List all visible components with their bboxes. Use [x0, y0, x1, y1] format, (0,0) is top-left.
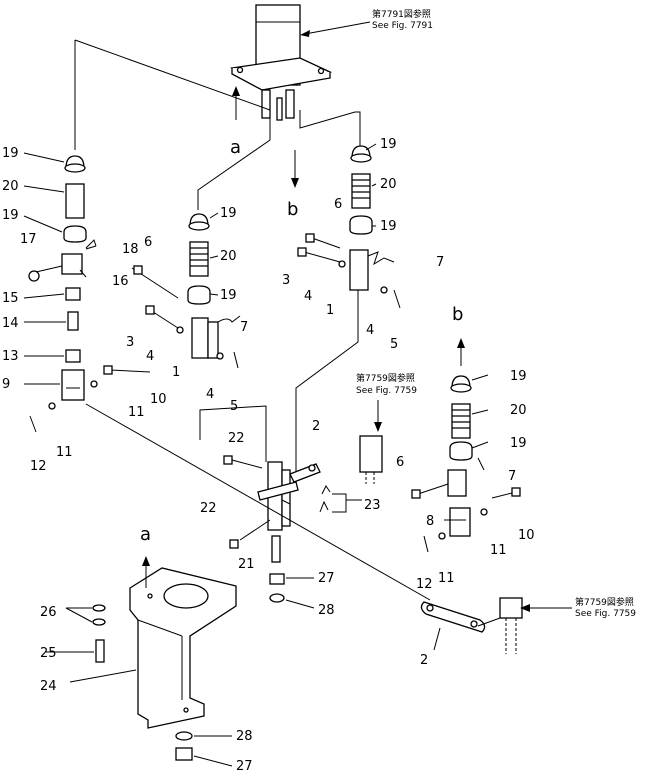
callout-21: 21 [238, 557, 255, 572]
reference-note-mid: 第7759図参照 See Fig. 7759 [356, 372, 417, 484]
callout-18: 18 [122, 242, 139, 257]
callout-10: 10 [518, 528, 535, 543]
callout-7: 7 [240, 320, 248, 335]
callout-3: 3 [126, 335, 134, 350]
reference-note-top: 第7791図参照 See Fig. 7791 [300, 8, 433, 37]
central-lever [85, 403, 431, 603]
callout-11: 11 [490, 543, 507, 558]
callout-12: 12 [30, 459, 47, 474]
actuator-body [229, 4, 333, 121]
callout-19: 19 [2, 146, 19, 161]
callout-15: 15 [2, 291, 19, 306]
callout-4: 4 [146, 349, 154, 364]
reference-en-top: See Fig. 7791 [372, 21, 433, 31]
callout-19: 19 [220, 206, 237, 221]
callout-4: 4 [304, 289, 312, 304]
callout-24: 24 [40, 679, 57, 694]
callout-20: 20 [380, 177, 397, 192]
reference-note-bottom: 第7759図参照 See Fig. 7759 [520, 596, 636, 619]
callout-11: 11 [56, 445, 73, 460]
callout-20: 20 [510, 403, 527, 418]
callout-7: 7 [508, 469, 516, 484]
arrow-letter-b-right: b [452, 304, 463, 325]
callout-6: 6 [396, 455, 404, 470]
callout-2: 2 [420, 653, 428, 668]
callout-19: 19 [2, 208, 19, 223]
callout-13: 13 [2, 349, 19, 364]
callout-8: 8 [426, 514, 434, 529]
callout-11: 11 [438, 571, 455, 586]
callout-19: 19 [380, 219, 397, 234]
callout-12: 12 [416, 577, 433, 592]
callout-22: 22 [200, 501, 217, 516]
callout-22: 22 [228, 431, 245, 446]
callout-11: 11 [128, 405, 145, 420]
callout-5: 5 [230, 399, 238, 414]
callout-28: 28 [318, 603, 335, 618]
callout-4: 4 [206, 387, 214, 402]
callout-17: 17 [20, 232, 37, 247]
callout-numbers: 19 20 19 17 18 16 15 14 13 9 12 11 11 10… [2, 137, 535, 772]
callout-28: 28 [236, 729, 253, 744]
callout-leaders [23, 143, 489, 767]
arrow-letter-a-top: a [230, 137, 241, 158]
callout-2: 2 [312, 419, 320, 434]
arrow-letter-b-top: b [287, 199, 298, 220]
arrow-letter-a-bottom: a [140, 524, 151, 545]
callout-14: 14 [2, 316, 19, 331]
callout-27: 27 [318, 571, 335, 586]
center-left-stack [29, 213, 241, 433]
callout-19: 19 [220, 288, 237, 303]
callout-19: 19 [380, 137, 397, 152]
bottom-link [420, 597, 523, 654]
left-stack [28, 155, 97, 401]
callout-9: 9 [2, 377, 10, 392]
callout-19: 19 [510, 369, 527, 384]
bracket: a [92, 524, 237, 761]
callout-20: 20 [220, 249, 237, 264]
callout-20: 20 [2, 179, 19, 194]
reference-jp-mid: 第7759図参照 [356, 372, 415, 384]
callout-6: 6 [144, 235, 152, 250]
reference-en-bottom: See Fig. 7759 [575, 609, 636, 619]
callout-1: 1 [172, 365, 180, 380]
callout-23: 23 [364, 498, 381, 513]
reference-jp-bottom: 第7759図参照 [575, 596, 634, 608]
callout-4: 4 [366, 323, 374, 338]
reference-jp-top: 第7791図参照 [372, 8, 431, 20]
callout-5: 5 [390, 337, 398, 352]
callout-7: 7 [436, 255, 444, 270]
callout-27: 27 [236, 759, 253, 772]
callout-19: 19 [510, 436, 527, 451]
callout-26: 26 [40, 605, 57, 620]
reference-en-mid: See Fig. 7759 [356, 386, 417, 396]
callout-16: 16 [112, 274, 129, 289]
right-lower-stack: b [411, 304, 521, 553]
callout-3: 3 [282, 273, 290, 288]
right-stack [295, 145, 401, 480]
callout-10: 10 [150, 392, 167, 407]
callout-6: 6 [334, 197, 342, 212]
callout-1: 1 [326, 303, 334, 318]
callout-25: 25 [40, 646, 57, 661]
